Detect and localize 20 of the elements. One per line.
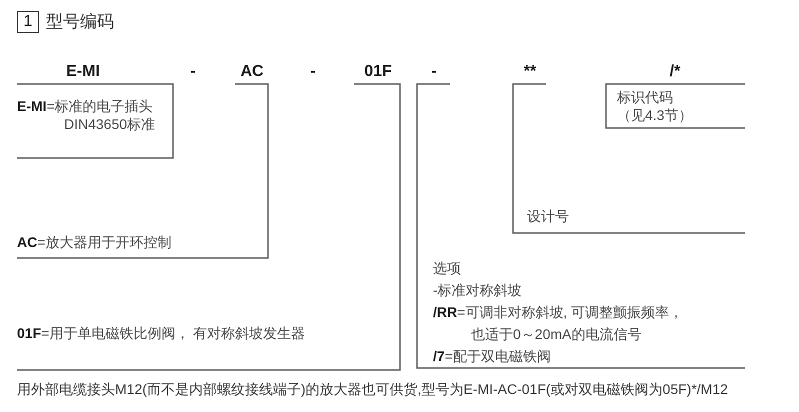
code-description: 设计号	[527, 207, 569, 225]
footnote: 用外部电缆接头M12(而不是内部螺纹接线端子)的放大器也可供货,型号为E-MI-AC-01F(或对双电磁铁阀为05F)*/M12	[17, 380, 728, 398]
code-label: /*	[670, 62, 680, 82]
code-label: E-MI	[66, 62, 100, 82]
code-label: 01F	[364, 62, 392, 82]
section-title: 型号编码	[46, 11, 114, 33]
code-description: 01F=用于单电磁铁比例阀， 有对称斜坡发生器	[17, 324, 306, 342]
code-label: -	[431, 62, 437, 82]
code-description: 选项	[433, 259, 462, 278]
code-description: -标准对称斜坡	[433, 281, 522, 300]
code-description: /RR=可调非对称斜坡, 可调整颤振频率，也适于0～20mA的电流信号	[433, 303, 684, 344]
code-separator: -	[190, 62, 196, 82]
code-description: /7=配于双电磁铁阀	[433, 347, 551, 366]
code-separator: -	[310, 62, 316, 82]
code-description: 标识代码（见4.3节）	[617, 88, 694, 124]
section-number: 1	[17, 11, 39, 33]
code-description: AC=放大器用于开环控制	[17, 233, 172, 251]
code-label: **	[524, 62, 536, 82]
code-description: E-MI=标准的电子插头DIN43650标准	[17, 97, 156, 133]
code-label: AC	[240, 62, 264, 82]
